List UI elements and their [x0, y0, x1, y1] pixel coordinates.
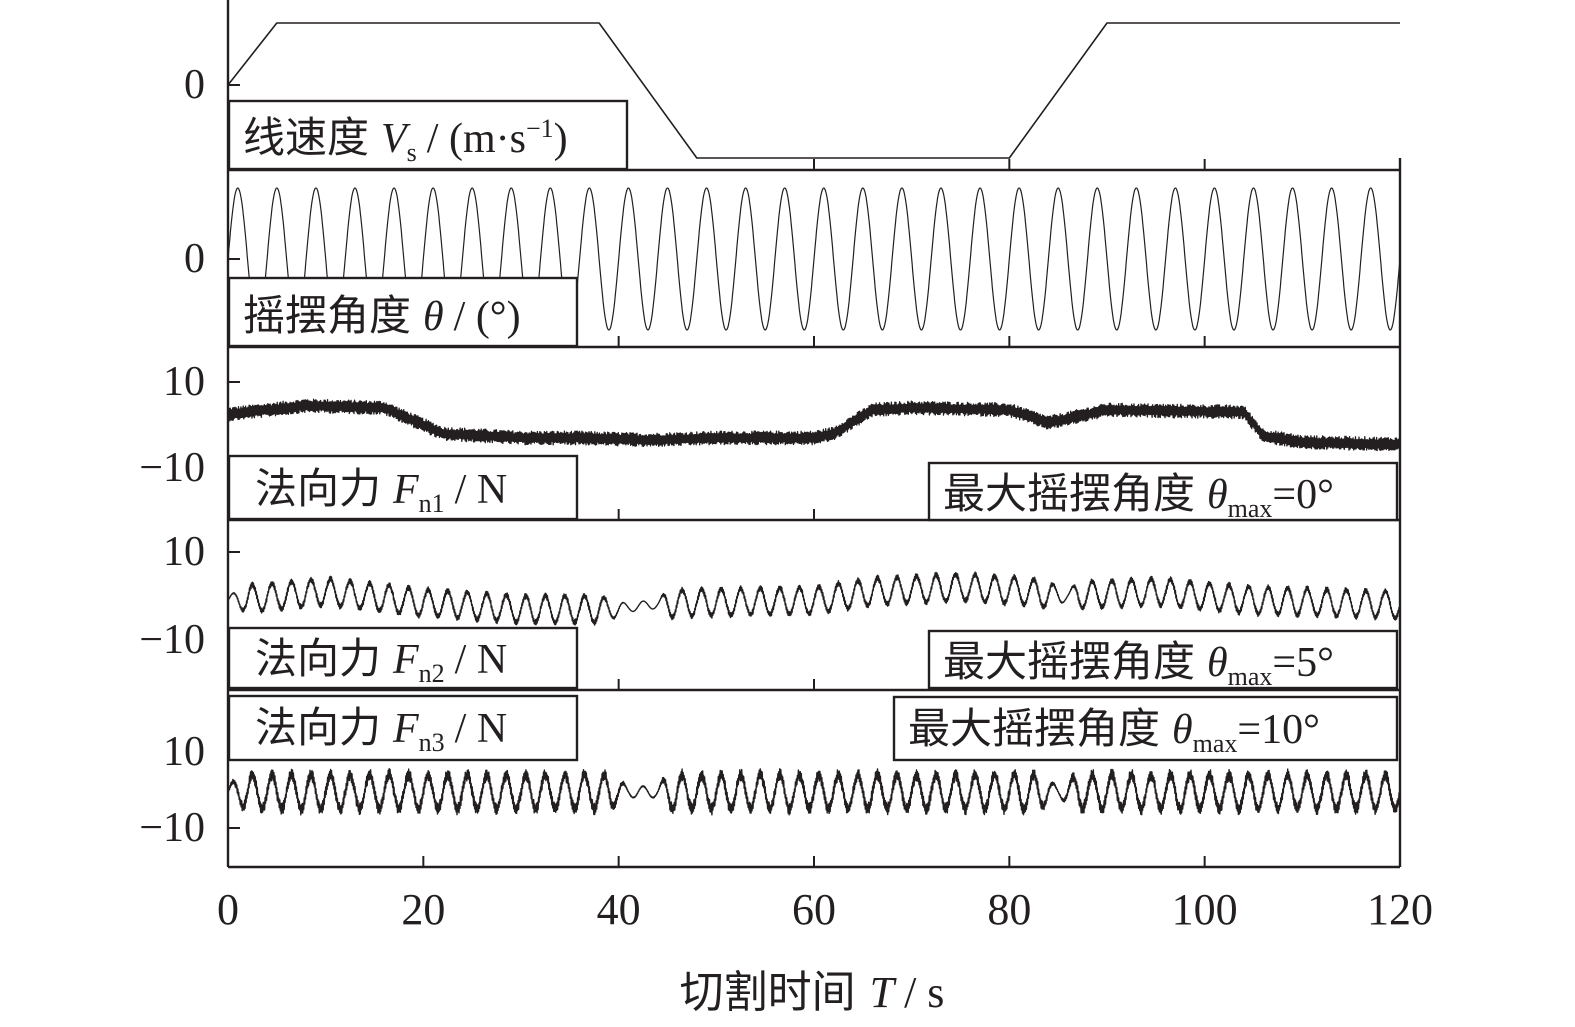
y-tick-label-theta: 0: [184, 236, 205, 282]
panel-label-unit-open: / (m·s: [427, 116, 526, 162]
x-tick-label: 20: [401, 885, 445, 934]
panel-label-theta: 摇摆角度 θ/ (°): [243, 294, 521, 340]
annotation-prefix: 最大摇摆角度: [943, 472, 1195, 518]
panel-label-box-Vs: [227, 99, 629, 171]
panel-label-variable: F: [392, 637, 419, 683]
y-tick-label-Fn1: −10: [139, 445, 205, 491]
x-axis-label-variable: T: [870, 968, 898, 1017]
annotation-box-Fn2: [927, 629, 1399, 690]
annotation-subscript: max: [1193, 729, 1238, 758]
panel-label-prefix: 线速度: [243, 116, 369, 162]
panel-label-Vs: 线速度 Vs / (m·s−1): [243, 114, 568, 167]
series-line-Fn3: [227, 768, 1401, 816]
panel-label-variable: θ: [423, 294, 444, 340]
annotation-Fn1: 最大摇摆角度 θmax=0°: [943, 472, 1334, 523]
annotation-subscript: max: [1228, 662, 1273, 691]
panel-label-prefix: 法向力: [255, 706, 381, 752]
y-tick-label-Fn2: 10: [163, 529, 205, 575]
series-line-theta: [227, 187, 1401, 331]
panel-label-unit-superscript: −1: [526, 114, 554, 143]
x-axis-label-unit: / s: [904, 968, 944, 1017]
annotation-value: =0°: [1272, 472, 1333, 518]
y-tick-label-Fn3: −10: [139, 805, 205, 851]
panel-label-unit: / N: [455, 467, 508, 513]
series-line-Fn2: [227, 571, 1401, 626]
x-axis-label-prefix: 切割时间: [680, 968, 856, 1017]
panel-label-box-Fn3: [227, 694, 579, 762]
y-tick-label-Fn1: 10: [163, 359, 205, 405]
y-tick-label-Fn3: 10: [163, 729, 205, 775]
x-tick-label: 120: [1367, 885, 1433, 934]
panel-label-subscript: s: [407, 138, 417, 167]
series-line-Vs: [227, 22, 1400, 159]
panel-label-variable: F: [392, 706, 419, 752]
annotation-subscript: max: [1228, 494, 1273, 523]
x-tick-label: 100: [1172, 885, 1238, 934]
annotation-prefix: 最大摇摆角度: [908, 707, 1160, 753]
annotation-box-Fn1: [927, 461, 1399, 522]
panel-label-subscript: n3: [419, 728, 445, 757]
panel-label-unit-close: ): [554, 116, 568, 162]
panel-label-prefix: 法向力: [255, 637, 381, 683]
x-tick-label: 60: [792, 885, 836, 934]
panel-label-prefix: 摇摆角度: [243, 294, 411, 340]
panel-label-variable: F: [392, 467, 419, 513]
x-axis: 0 20 40 60 80 100 120 切割时间 T/ s: [217, 0, 1433, 1017]
x-tick-label: 0: [217, 885, 239, 934]
x-tick-label: 80: [987, 885, 1031, 934]
annotation-variable: θ: [1207, 640, 1228, 686]
panel-label-unit: / (°): [454, 294, 521, 340]
y-tick-label-Vs: 0: [184, 62, 205, 108]
panel-label-prefix: 法向力: [255, 467, 381, 513]
panel-label-unit: / N: [455, 637, 508, 683]
panel-label-subscript: n1: [419, 489, 445, 518]
annotation-value: =10°: [1237, 707, 1319, 753]
panel-label-box-Fn2: [227, 626, 579, 690]
annotation-box-Fn3: [892, 695, 1399, 762]
annotation-Fn2: 最大摇摆角度 θmax=5°: [943, 640, 1334, 691]
panel-label-variable: V: [381, 116, 411, 162]
x-tick-label: 40: [597, 885, 641, 934]
annotation-variable: θ: [1172, 707, 1193, 753]
annotation-Fn3: 最大摇摆角度 θmax=10°: [908, 707, 1320, 758]
y-tick-label-Fn2: −10: [139, 617, 205, 663]
annotation-prefix: 最大摇摆角度: [943, 640, 1195, 686]
panel-label-unit: / N: [455, 706, 508, 752]
x-axis-label: 切割时间 T/ s: [680, 968, 945, 1017]
annotation-variable: θ: [1207, 472, 1228, 518]
series-line-Fn1: [227, 398, 1401, 452]
panel-label-subscript: n2: [419, 659, 445, 688]
panel-Vs: 0 线速度 Vs / (m·s−1): [184, 22, 1401, 172]
panel-theta: 0 摇摆角度 θ/ (°): [184, 187, 1401, 349]
annotation-value: =5°: [1272, 640, 1333, 686]
